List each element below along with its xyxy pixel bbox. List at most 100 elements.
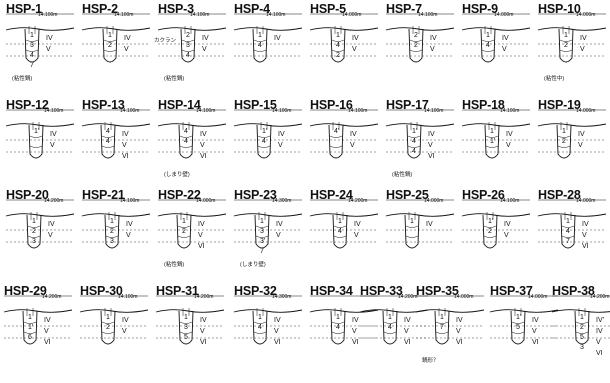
fill-boundary bbox=[484, 236, 496, 238]
fill-layer-label: 1 bbox=[580, 314, 584, 321]
fill-boundary bbox=[254, 50, 266, 52]
fill-boundary bbox=[258, 146, 270, 148]
ground-surface bbox=[156, 310, 224, 313]
fill-layer-label: 4 bbox=[186, 52, 190, 59]
soil-layer-label: IV bbox=[532, 317, 539, 324]
fill-boundary bbox=[30, 146, 42, 148]
fill-boundary bbox=[180, 146, 192, 148]
soil-layer-label: IV bbox=[596, 328, 603, 335]
fill-layer-label: 5 bbox=[580, 334, 584, 341]
fill-layer-label: 3 bbox=[110, 238, 114, 245]
soil-layer-label: V bbox=[506, 142, 511, 149]
fill-layer-label: 4 bbox=[106, 138, 110, 145]
section-hsp-9: HSP-914.000m14IVV bbox=[458, 0, 534, 92]
soil-layer-label: IV bbox=[274, 317, 281, 324]
section-hsp-38: HSP-3814.200m1253IV'IVVVI bbox=[548, 282, 610, 374]
section-profile: 11'6IVVVI bbox=[0, 282, 76, 374]
soil-layer-label: IV bbox=[198, 221, 205, 228]
soil-layer-label: IV bbox=[456, 317, 463, 324]
fill-layer-label: 4 bbox=[566, 228, 570, 235]
fill-layer-label: 1 bbox=[490, 128, 494, 135]
fill-layer-label: 3' bbox=[260, 238, 265, 245]
section-hsp-21: HSP-2114.100m123IVV bbox=[78, 186, 154, 278]
section-profile: 123IVV bbox=[78, 186, 154, 278]
section-hsp-7: HSP-714.100m22IVV bbox=[382, 0, 458, 92]
soil-layer-label: IV bbox=[46, 35, 53, 42]
section-profile: 123IVV bbox=[2, 186, 78, 278]
fill-boundary bbox=[406, 236, 418, 238]
fill-layer-label: 7 bbox=[440, 324, 444, 331]
fill-layer-label: 7 bbox=[30, 62, 34, 69]
fill-layer-label: 4 bbox=[262, 138, 266, 145]
section-hsp-32: HSP-3214.300m14IVVVI bbox=[230, 282, 306, 374]
soil-layer-label: IV bbox=[502, 35, 509, 42]
fill-layer-label: 6 bbox=[28, 334, 32, 341]
fill-layer-label: 4 bbox=[486, 42, 490, 49]
ground-surface bbox=[4, 310, 72, 313]
fill-layer-label: 1 bbox=[32, 218, 36, 225]
fill-layer-label: 1 bbox=[258, 314, 262, 321]
fill-boundary bbox=[102, 332, 114, 334]
fill-layer-label: 4 bbox=[106, 128, 110, 135]
soil-layer-label: V bbox=[46, 46, 51, 53]
fill-layer-label: 3 bbox=[30, 42, 34, 49]
section-note: (粘性鍋) bbox=[392, 170, 412, 178]
ground-surface bbox=[6, 124, 74, 127]
fill-boundary bbox=[178, 236, 190, 238]
section-note: (粘性鍋) bbox=[12, 74, 32, 82]
section-profile: 12IVV bbox=[534, 96, 610, 188]
section-note: (しまり壁) bbox=[240, 260, 266, 268]
soil-layer-label: V bbox=[532, 328, 537, 335]
soil-layer-label: VI bbox=[596, 350, 603, 357]
fill-layer-label: 2 bbox=[106, 324, 110, 331]
ground-surface bbox=[462, 214, 530, 217]
fill-layer-label: 4 bbox=[336, 42, 340, 49]
soil-layer-label: V bbox=[122, 328, 127, 335]
soil-layer-label: IV bbox=[124, 35, 131, 42]
soil-layer-label: V bbox=[504, 232, 509, 239]
soil-layer-label: IV bbox=[200, 131, 207, 138]
fill-layer-label: 2 bbox=[336, 52, 340, 59]
section-hsp-17: HSP-1714.100m1'44IVVVI(粘性鍋) bbox=[382, 96, 458, 188]
fill-layer-label: 2 bbox=[186, 32, 190, 39]
soil-layer-label: IV bbox=[202, 35, 209, 42]
soil-layer-label: VI bbox=[200, 153, 207, 160]
fill-layer-label: 7 bbox=[260, 248, 264, 255]
section-hsp-13: HSP-1314.100m44IVVVI bbox=[78, 96, 154, 188]
fill-layer-label: 1 bbox=[336, 32, 340, 39]
fill-layer-label: 1 bbox=[28, 314, 32, 321]
section-profile: 14IVV bbox=[458, 0, 534, 92]
fill-boundary bbox=[104, 50, 116, 52]
section-hsp-16: HSP-1614.100m4'IVV bbox=[306, 96, 382, 188]
section-hsp-10: HSP-1014.000m12IVV(粘性中) bbox=[534, 0, 610, 92]
ground-surface bbox=[538, 214, 606, 217]
soil-layer-label: IV bbox=[48, 221, 55, 228]
section-hsp-20: HSP-2014.200m123IVV bbox=[2, 186, 78, 278]
ground-surface bbox=[386, 124, 454, 127]
fill-layer-label: 3 bbox=[260, 228, 264, 235]
fill-layer-label: 3 bbox=[32, 238, 36, 245]
fill-layer-label: 1' bbox=[488, 218, 493, 225]
ground-surface bbox=[552, 310, 610, 313]
ground-surface bbox=[82, 124, 150, 127]
section-profile: 14IVV bbox=[306, 186, 382, 278]
fill-layer-label: 5 bbox=[184, 334, 188, 341]
fill-layer-label: 2 bbox=[108, 42, 112, 49]
soil-layer-label: V bbox=[198, 232, 203, 239]
section-hsp-14: HSP-1414.100m44IVVVI(しまり壁) bbox=[154, 96, 230, 188]
ground-surface bbox=[234, 124, 302, 127]
fill-boundary bbox=[512, 332, 524, 334]
fill-layer-label: 1 bbox=[440, 314, 444, 321]
soil-layer-label: V bbox=[276, 232, 281, 239]
section-hsp-3: HSP-314.100m234IVV(粘性鍋)カクラン bbox=[154, 0, 230, 92]
section-hsp-19: HSP-1914.000m12IVV bbox=[534, 96, 610, 188]
fill-layer-label: 1 bbox=[410, 218, 414, 225]
fill-layer-label: 1 bbox=[30, 32, 34, 39]
section-hsp-12: HSP-1214.100m1'IVV bbox=[2, 96, 78, 188]
fill-boundary bbox=[384, 332, 396, 334]
soil-layer-label: IV bbox=[278, 131, 285, 138]
